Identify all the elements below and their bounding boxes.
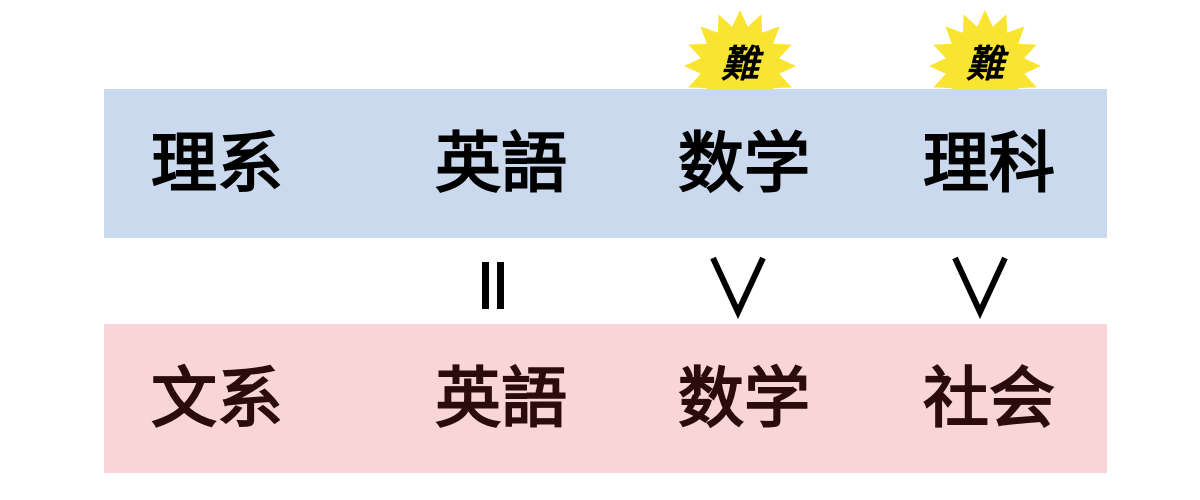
equal-sign-icon — [453, 250, 533, 320]
greater-than-down-icon — [698, 250, 778, 320]
subject-social-studies: 社会 — [923, 360, 1055, 437]
subject-science: 理科 — [923, 125, 1055, 202]
difficulty-label: 難 — [965, 41, 1004, 86]
subject-math: 数学 — [678, 125, 810, 202]
difficulty-label: 難 — [720, 41, 759, 86]
greater-than-down-icon — [940, 250, 1020, 320]
row-label-science: 理系 — [151, 125, 283, 202]
humanities-track-row: 文系 英語 数学 社会 — [104, 324, 1107, 473]
subject-english: 英語 — [435, 125, 567, 202]
subject-math: 数学 — [678, 360, 810, 437]
row-label-humanities: 文系 — [151, 360, 283, 437]
science-track-row: 理系 英語 数学 理科 — [104, 89, 1107, 238]
subject-english: 英語 — [435, 360, 567, 437]
